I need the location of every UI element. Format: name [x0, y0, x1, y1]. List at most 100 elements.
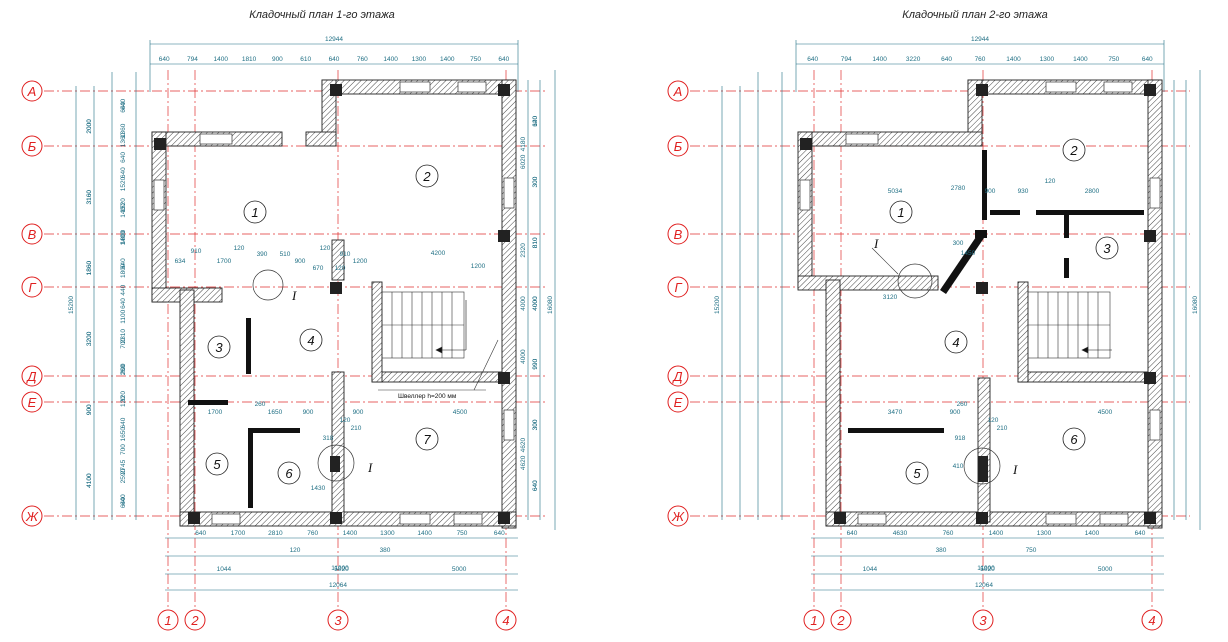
dim-left-outer: 4100	[86, 473, 93, 488]
dim-right-overall: 16080	[1192, 296, 1199, 314]
dim-top-chain: 794	[187, 56, 198, 63]
dim-left-detail: 120	[120, 396, 127, 407]
floor1-room-4: 4	[307, 333, 314, 348]
dim-left-detail: 640	[120, 102, 127, 113]
svg-text:В: В	[674, 227, 683, 242]
floor2-top-overall: 12944	[971, 36, 989, 43]
dim-left-outer: 2000	[86, 119, 93, 134]
dim-top-chain: 1400	[1073, 56, 1088, 63]
dim-left-detail: 640	[120, 494, 127, 505]
dim-top-chain: 760	[975, 56, 986, 63]
dim-top-overall: 12944	[325, 36, 343, 43]
floor1-room-2: 2	[422, 169, 431, 184]
floor1-room-1: 1	[251, 205, 258, 220]
dim-bottom-chain: 640	[494, 530, 505, 537]
axis-marker-G: Г	[667, 276, 689, 298]
axis-marker-E: Е	[21, 391, 43, 413]
dim-bottom-chain: 1400	[417, 530, 432, 537]
floor2-plan: Кладочный план 2-го этажа А Б В Г Д Е Ж …	[86, 9, 1201, 631]
dim-top-chain: 640	[329, 56, 340, 63]
dim-interior: 1650	[268, 409, 283, 416]
dim-left-detail: 1400	[120, 203, 127, 218]
axis-marker-3: 3	[972, 609, 994, 631]
axis-marker-Zh: Ж	[667, 505, 689, 527]
dim-right-chain: 4620	[520, 438, 527, 453]
wall	[371, 281, 383, 383]
dim-interior: 260	[957, 401, 968, 408]
axis-marker-D: Д	[21, 365, 43, 387]
dim-left-detail: 640	[120, 497, 127, 508]
dim-top-chain: 1300	[1040, 56, 1055, 63]
svg-text:3: 3	[334, 613, 342, 628]
axis-marker-G: Г	[21, 276, 43, 298]
wall	[977, 377, 991, 523]
dim-interior: 4200	[431, 250, 446, 257]
axis-marker-E: Е	[667, 391, 689, 413]
dim-interior: 910	[340, 251, 351, 258]
dim-interior: 260	[255, 401, 266, 408]
floor1-room-7: 7	[423, 432, 431, 447]
dim-left-outer: 2000	[86, 119, 93, 134]
wall	[1017, 371, 1149, 383]
dim-interior: 3470	[888, 409, 903, 416]
axis-marker-B: Б	[21, 135, 43, 157]
dim-top-chain: 760	[357, 56, 368, 63]
dim-left-outer: 3160	[86, 190, 93, 205]
dim-interior: 900	[295, 258, 306, 265]
svg-text:4: 4	[1148, 613, 1155, 628]
dim-right-detail: 640	[532, 480, 539, 491]
dim-interior: 634	[175, 258, 186, 265]
dim-left-detail: 2745	[120, 459, 127, 474]
svg-text:3: 3	[979, 613, 987, 628]
dim-bottom-chain: 760	[307, 530, 318, 537]
floor2-room-6: 6	[1070, 432, 1078, 447]
dim-top-chain: 1300	[412, 56, 427, 63]
dim-right-chain: 2320	[520, 243, 527, 258]
floor1-section-mark-b: I	[367, 460, 373, 475]
svg-text:В: В	[28, 227, 37, 242]
dim-top-chain: 1400	[440, 56, 455, 63]
dim-bottom-chain: 1400	[989, 530, 1004, 537]
dim-right-detail: 4000	[532, 296, 539, 311]
dim-left-detail: 1360	[120, 123, 127, 138]
floor2-axis-markers: А Б В Г Д Е Ж 1 2 3 4	[667, 80, 1163, 631]
floor1-room-3: 3	[215, 340, 223, 355]
dim-right-detail: 300	[532, 176, 539, 187]
dim-left-detail: 640	[120, 417, 127, 428]
dim-top-chain: 750	[1108, 56, 1119, 63]
svg-text:2: 2	[190, 613, 199, 628]
svg-text:Д: Д	[671, 369, 682, 384]
axis-marker-V: В	[21, 223, 43, 245]
svg-text:А: А	[673, 84, 683, 99]
dim-interior: 210	[997, 425, 1008, 432]
wall	[825, 279, 841, 527]
dim-right-detail: 300	[532, 176, 539, 187]
floor1-partitions	[188, 318, 300, 508]
floor2-room-5: 5	[913, 466, 921, 481]
dim-interior: 900	[353, 409, 364, 416]
dim-left-detail: 2590	[120, 469, 127, 484]
floor1-section-marks	[252, 269, 355, 482]
dim-interior: 210	[351, 425, 362, 432]
floor1-staircase	[381, 291, 467, 359]
axis-marker-4: 4	[495, 609, 517, 631]
dim-bottom-chain: 1300	[1037, 530, 1052, 537]
dim-interior: 1430	[311, 485, 326, 492]
dim-interior: 900	[950, 409, 961, 416]
dim-interior: 120	[320, 245, 331, 252]
wall	[1147, 79, 1163, 529]
dim-top-overall: 12944	[971, 36, 989, 43]
dim-left-outer: 900	[86, 404, 93, 415]
dim-interior: 120	[335, 265, 346, 272]
svg-text:Е: Е	[28, 395, 37, 410]
dim-top-chain: 610	[300, 56, 311, 63]
floor2-room-2: 2	[1069, 143, 1078, 158]
floor1-top-overall: 12944	[325, 36, 343, 43]
dim-left-detail: 640	[120, 152, 127, 163]
dim-left-outer: 3200	[86, 331, 93, 346]
